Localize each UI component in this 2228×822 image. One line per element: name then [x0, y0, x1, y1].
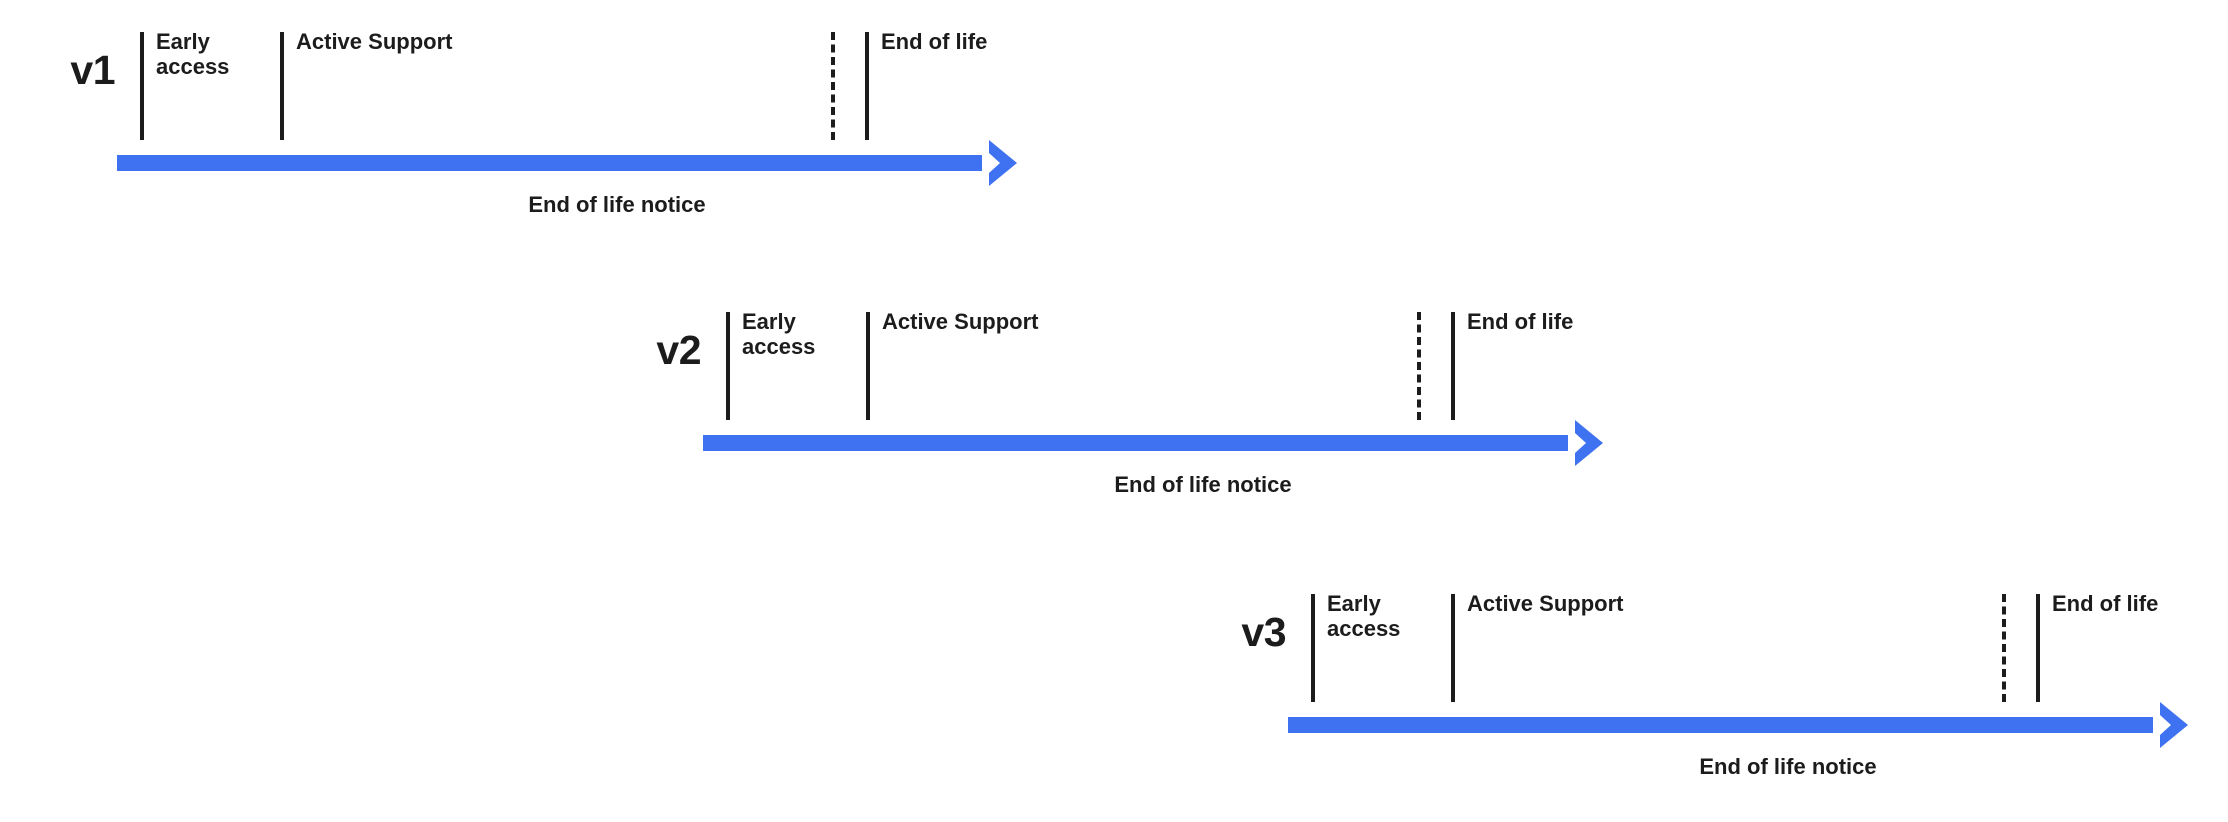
- timeline-arrow-v2: [703, 418, 1618, 468]
- phase-divider-1: [1311, 594, 1315, 702]
- end-of-life-notice-divider: [1417, 312, 1421, 420]
- phase-divider-1: [726, 312, 730, 420]
- phase-divider-2: [1451, 594, 1455, 702]
- phase-divider-2: [280, 32, 284, 140]
- phase-divider-1: [140, 32, 144, 140]
- end-of-life-divider: [2036, 594, 2040, 702]
- timeline-arrow-v3: [1288, 700, 2203, 750]
- version-label-v3: v3: [1241, 609, 1286, 655]
- phase-divider-2: [866, 312, 870, 420]
- phase-label-3: End of life: [1467, 309, 1574, 334]
- end-of-life-notice-divider: [831, 32, 835, 140]
- phase-label-1: Early access: [156, 29, 230, 79]
- arrow-head-icon: [977, 138, 1027, 188]
- timeline-arrow-bar: [703, 435, 1568, 451]
- end-of-life-divider: [865, 32, 869, 140]
- timeline-arrow-v1: [117, 138, 1032, 188]
- timeline-arrow-bar: [117, 155, 982, 171]
- end-of-life-divider: [1451, 312, 1455, 420]
- phase-label-2: Active Support: [296, 29, 453, 54]
- end-of-life-notice-label: End of life notice: [1699, 754, 1877, 779]
- phase-label-2: Active Support: [882, 309, 1039, 334]
- end-of-life-notice-divider: [2002, 594, 2006, 702]
- phase-label-1: Early access: [742, 309, 816, 359]
- phase-label-2: Active Support: [1467, 591, 1624, 616]
- arrow-head-icon: [2148, 700, 2198, 750]
- end-of-life-notice-label: End of life notice: [1114, 472, 1292, 497]
- version-label-v1: v1: [70, 47, 115, 93]
- phase-label-1: Early access: [1327, 591, 1401, 641]
- end-of-life-notice-label: End of life notice: [528, 192, 706, 217]
- version-label-v2: v2: [656, 327, 701, 373]
- phase-label-3: End of life: [2052, 591, 2159, 616]
- arrow-head-icon: [1563, 418, 1613, 468]
- phase-label-3: End of life: [881, 29, 988, 54]
- timeline-arrow-bar: [1288, 717, 2153, 733]
